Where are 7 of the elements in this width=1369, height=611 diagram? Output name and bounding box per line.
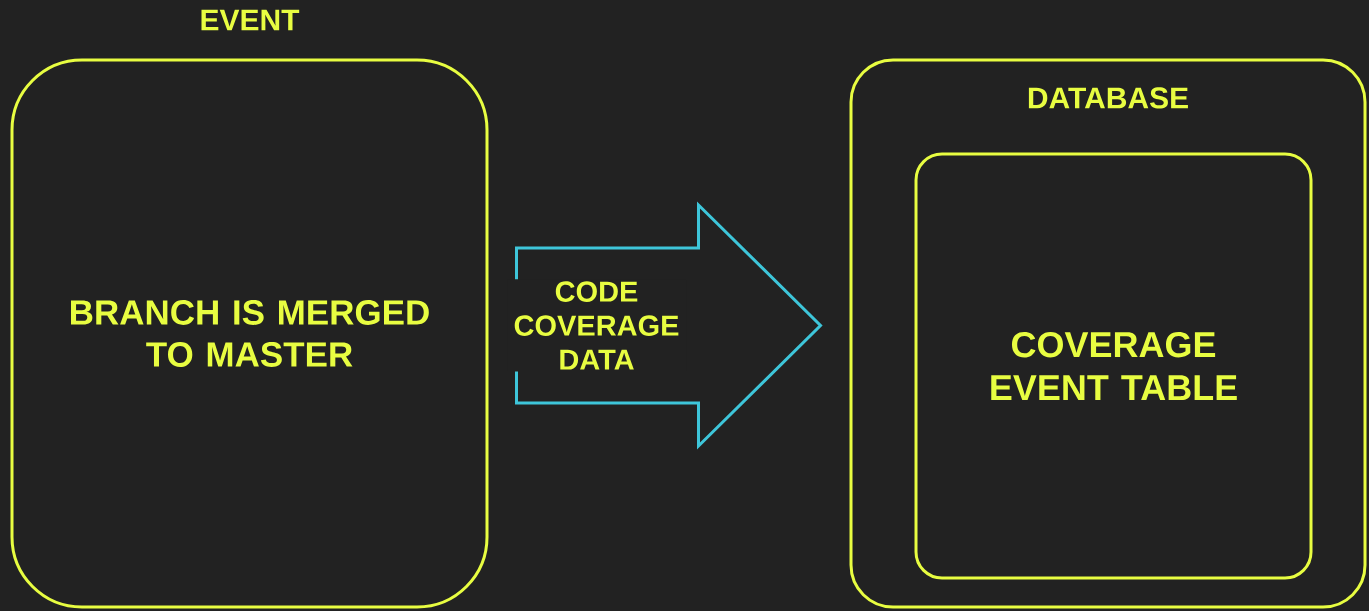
box-heading: DATABASE [1028,87,1188,109]
box-text: BRANCH IS MERGED TO MASTER [71,300,429,367]
edge-label: CODE COVERAGE DATA [514,281,679,370]
box-text: COVERAGE EVENT TABLE [991,331,1237,401]
rounded-box [914,152,1313,580]
box-heading: EVENT [201,9,300,31]
block-arrow [515,201,823,450]
